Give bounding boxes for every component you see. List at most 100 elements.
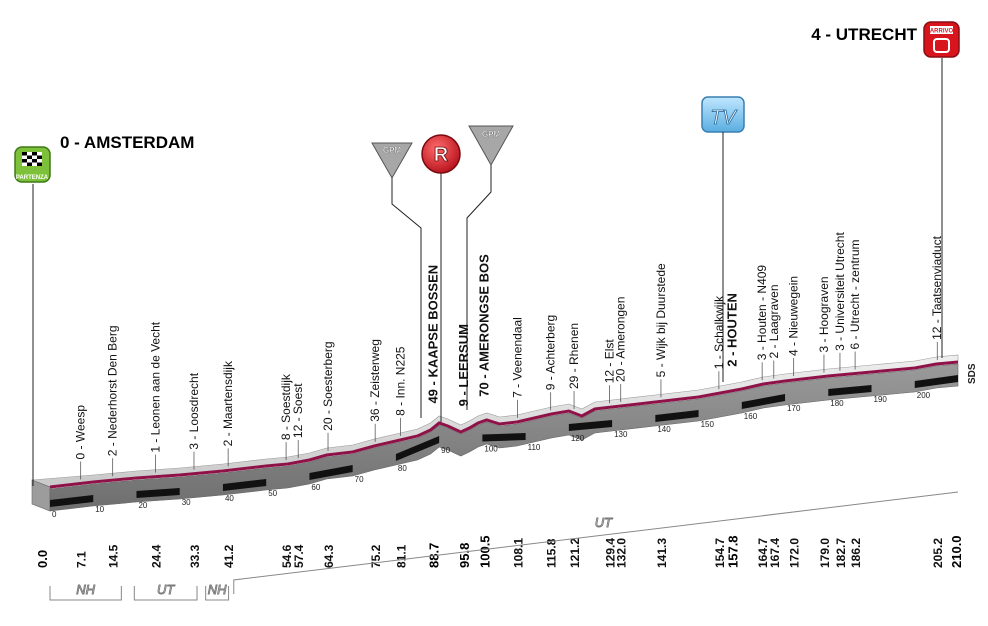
r-label: R <box>434 144 449 166</box>
waypoint-name: 3 - Universiteit Utrecht <box>833 232 847 351</box>
waypoint-name: 70 - AMERONGSE BOS <box>477 254 492 397</box>
waypoint-km: 24.4 <box>150 544 164 568</box>
scale-bar-segment <box>828 385 872 396</box>
waypoint-name: 2 - Maartensdijk <box>221 360 235 446</box>
waypoint-km: 115.8 <box>545 538 559 568</box>
distance-scale-bars <box>50 375 958 507</box>
arrivo-badge-text: ARRIVO <box>930 29 954 35</box>
waypoint: 29 - Rhenen 121.2 <box>567 323 582 568</box>
waypoint-name: 0 - Weesp <box>74 405 88 460</box>
region-bracket <box>233 491 959 594</box>
scale-tick-label: 40 <box>225 494 234 503</box>
waypoint: 3 - Houten - N409 164.7 <box>755 265 770 568</box>
start-marker: PARTENZA 0 - AMSTERDAM <box>14 133 194 486</box>
waypoint: 7 - Veenendaal 108.1 <box>510 317 525 568</box>
finish-marker: ARRIVO 4 - UTRECHT <box>811 21 960 358</box>
waypoint: 36 - Zeisterweg 75.2 <box>368 339 383 568</box>
waypoint-km: 179.0 <box>818 538 832 568</box>
waypoint-name: 7 - Veenendaal <box>510 317 524 398</box>
scale-bar-segment <box>741 394 786 409</box>
scale-bar-segment <box>655 410 699 422</box>
waypoint-km: 154.7 <box>713 538 727 568</box>
waypoint-layer: 0 - Weesp 7.1 2 - Nederhorst Den Berg 14.5 1… <box>74 232 946 568</box>
checkered-flag-icon <box>22 152 42 166</box>
waypoint-km: 64.3 <box>322 544 336 568</box>
scale-tick-label: 60 <box>311 483 320 492</box>
waypoint-km: 7.1 <box>75 551 89 568</box>
region-label: NH <box>76 582 95 597</box>
waypoint-name: 4 - Nieuwegein <box>787 276 801 356</box>
waypoint-name: 36 - Zeisterweg <box>368 339 382 422</box>
waypoint-km: 205.2 <box>931 538 945 568</box>
scale-tick-label: 30 <box>182 498 191 507</box>
waypoint-km: 33.3 <box>188 544 202 568</box>
waypoint-name: 3 - Houten - N409 <box>755 265 769 361</box>
waypoint-km: 129.4 <box>604 538 618 568</box>
scale-bar-segment <box>568 420 613 431</box>
r-marker: R <box>421 134 461 422</box>
gpm-label: GPM <box>482 130 501 139</box>
waypoint-name: 2 - HOUTEN <box>724 293 739 367</box>
scale-tick-label: 160 <box>744 412 758 421</box>
waypoint-km: 182.7 <box>834 538 848 568</box>
waypoint-name: 49 - KAAPSE BOSSEN <box>426 265 441 404</box>
profile-route-line <box>49 360 959 489</box>
scale-tick-label: 90 <box>441 446 450 455</box>
scale-tick-label: 130 <box>614 430 628 439</box>
scale-bar-segment <box>482 433 526 442</box>
waypoint-name: 1 - Leonen aan de Vecht <box>149 321 163 452</box>
region-label: NH <box>208 582 227 597</box>
waypoint-km: 186.2 <box>849 538 863 568</box>
waypoint-km: 54.6 <box>280 544 294 568</box>
scale-bar-segment <box>395 436 440 461</box>
waypoint: 3 - Hoograven 179.0 <box>817 276 832 568</box>
waypoint: 2 - HOUTEN 157.8 <box>724 293 740 568</box>
waypoint-km: 100.5 <box>478 535 493 568</box>
gpm-marker-1: GPM <box>371 142 422 418</box>
partenza-badge-text: PARTENZA <box>16 175 49 181</box>
waypoint: 2 - Nederhorst Den Berg 14.5 <box>106 325 121 568</box>
waypoint-name: 3 - Loosdrecht <box>187 372 201 449</box>
waypoint-name: 6 - Utrecht - zentrum <box>848 239 862 349</box>
gpm-label: GPM <box>383 146 402 155</box>
waypoint-name: 20 - Amerongen <box>614 297 628 382</box>
waypoint-name: 12 - Soest <box>291 383 305 438</box>
scale-tick-label: 140 <box>657 425 671 434</box>
start-km: 0.0 <box>35 550 50 568</box>
scale-tick-label: 20 <box>138 501 147 510</box>
gpm-triangle-icon <box>371 142 413 180</box>
region-label: UT <box>157 582 175 597</box>
waypoint-km: 121.2 <box>568 538 582 568</box>
gpm-marker-2: GPM <box>466 125 514 410</box>
waypoint-km: 157.8 <box>725 535 740 568</box>
waypoint-km: 108.1 <box>511 538 525 568</box>
waypoint-name: 9 - LEERSUM <box>456 324 471 406</box>
scale-tick-label: 190 <box>874 395 888 404</box>
waypoint-name: 3 - Hoograven <box>817 276 831 352</box>
scale-bar-segment <box>309 465 353 480</box>
waypoint-km: 14.5 <box>107 544 121 568</box>
waypoint-name: 2 - Nederhorst Den Berg <box>106 325 120 456</box>
region-bracket <box>133 586 198 601</box>
waypoint-km: 164.7 <box>756 538 770 568</box>
waypoint: 9 - Achterberg 115.8 <box>544 315 559 568</box>
scale-tick-label: 100 <box>484 445 498 454</box>
waypoint-name: 29 - Rhenen <box>567 323 581 389</box>
waypoint-km: 141.3 <box>655 538 669 568</box>
waypoint-name: 8 - Soestdijk <box>279 373 293 440</box>
start-town: 0 - AMSTERDAM <box>60 133 194 152</box>
waypoint-name: 2 - Laagraven <box>767 284 781 358</box>
waypoint-km: 75.2 <box>369 544 383 568</box>
scale-tick-label: 70 <box>355 475 364 484</box>
waypoint-name: 9 - Achterberg <box>544 315 558 390</box>
waypoint-km: 172.0 <box>788 538 802 568</box>
